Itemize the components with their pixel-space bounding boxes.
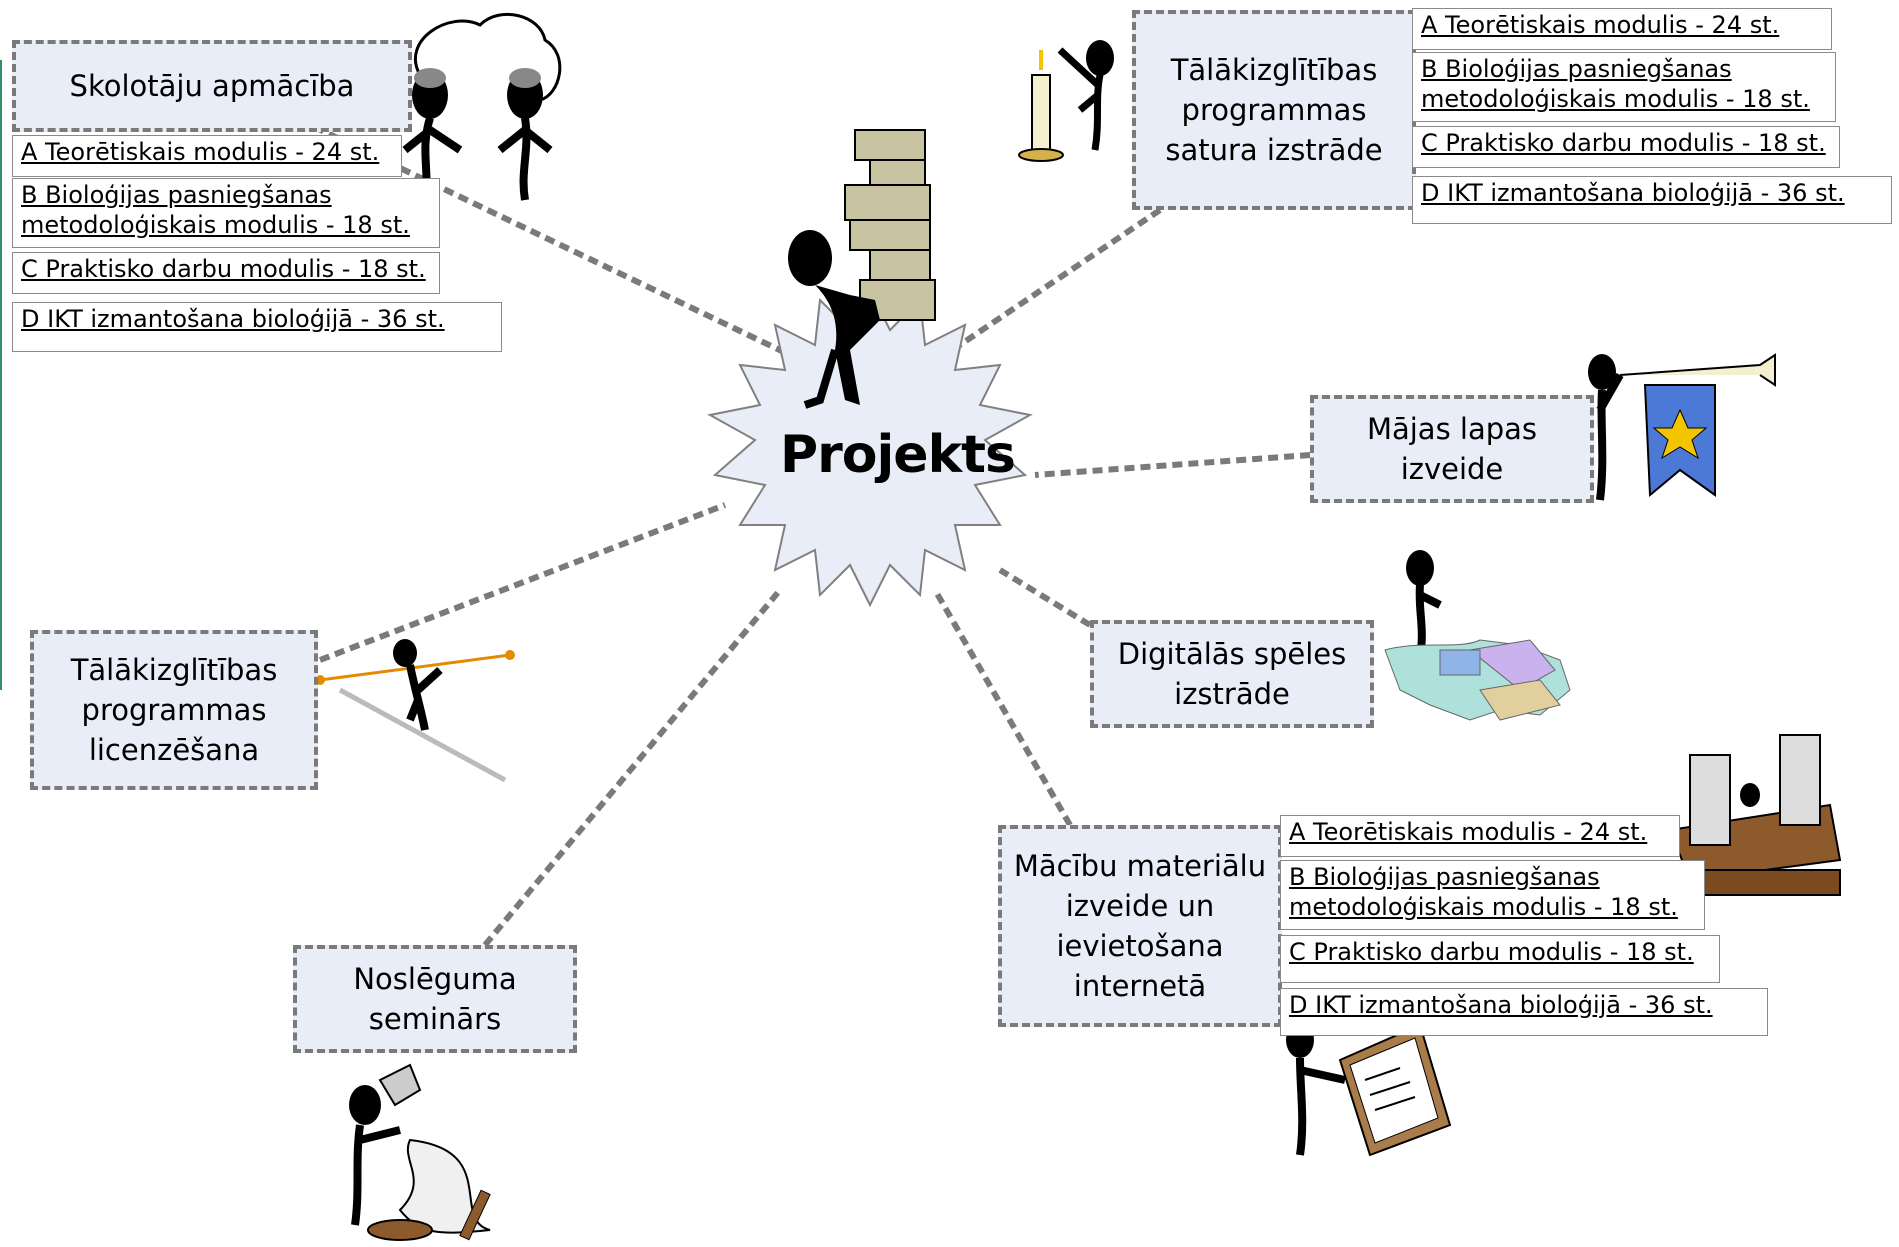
module-c-content[interactable]: C Praktisko darbu modulis - 18 st.	[1412, 126, 1840, 168]
connector-speles	[998, 567, 1092, 628]
node-macibu-materialu-izveide[interactable]: Mācību materiālu izveide un ievietošana …	[998, 825, 1282, 1027]
node-digitalas-speles-izstrade[interactable]: Digitālās spēles izstrāde	[1090, 620, 1374, 728]
connector-materialu	[932, 588, 1073, 827]
connector-nosleguma	[482, 588, 783, 947]
center-starburst	[707, 287, 1033, 608]
module-d-materials[interactable]: D IKT izmantošana bioloģijā - 36 st.	[1280, 988, 1768, 1036]
module-d-teachers[interactable]: D IKT izmantošana bioloģijā - 36 st.	[12, 302, 502, 352]
module-a-materials[interactable]: A Teorētiskais modulis - 24 st.	[1280, 815, 1680, 857]
module-c-materials[interactable]: C Praktisko darbu modulis - 18 st.	[1280, 935, 1720, 983]
figure-clipboard-icon	[1286, 1022, 1452, 1157]
node-skolotaju-apmaciba[interactable]: Skolotāju apmācība	[12, 40, 412, 132]
connector-licenz	[318, 502, 727, 663]
module-c-teachers[interactable]: C Praktisko darbu modulis - 18 st.	[12, 252, 440, 294]
center-label: Projekts	[780, 425, 1016, 485]
figure-desk-paper-stacks-icon	[1668, 734, 1842, 896]
module-d-content[interactable]: D IKT izmantošana bioloģijā - 36 st.	[1412, 176, 1892, 224]
module-b-teachers[interactable]: B Bioloģijas pasniegšanas metodoloģiskai…	[12, 178, 440, 248]
figure-lighting-candle-icon	[1018, 40, 1114, 162]
connector-satura	[943, 207, 1162, 358]
figure-balancing-pole-icon	[315, 639, 515, 783]
figure-puzzle-pieces-icon	[1384, 550, 1571, 721]
module-b-materials[interactable]: B Bioloģijas pasniegšanas metodoloģiskai…	[1280, 860, 1705, 930]
figure-trumpet-banner-icon	[1588, 353, 1776, 501]
connector-majas	[1034, 452, 1311, 478]
node-programmas-satura-izstrade[interactable]: Tālākizglītības programmas satura izstrā…	[1132, 10, 1416, 210]
figure-hourglass-icon	[349, 1063, 491, 1241]
module-b-content[interactable]: B Bioloģijas pasniegšanas metodoloģiskai…	[1412, 52, 1836, 122]
node-programmas-licenzesana[interactable]: Tālākizglītības programmas licenzēšana	[30, 630, 318, 790]
connector-skolotaju	[298, 117, 792, 358]
two-figures-thinking-icon	[402, 12, 562, 204]
node-majas-lapas-izveide[interactable]: Mājas lapas izveide	[1310, 395, 1594, 503]
node-nosleguma-seminars[interactable]: Noslēguma seminārs	[293, 945, 577, 1053]
module-a-teachers[interactable]: A Teorētiskais modulis - 24 st.	[12, 135, 402, 177]
left-edge-line	[0, 60, 2, 690]
module-a-content[interactable]: A Teorētiskais modulis - 24 st.	[1412, 8, 1832, 50]
figure-carrying-boxes-icon	[788, 129, 936, 409]
connectors	[298, 117, 1311, 947]
